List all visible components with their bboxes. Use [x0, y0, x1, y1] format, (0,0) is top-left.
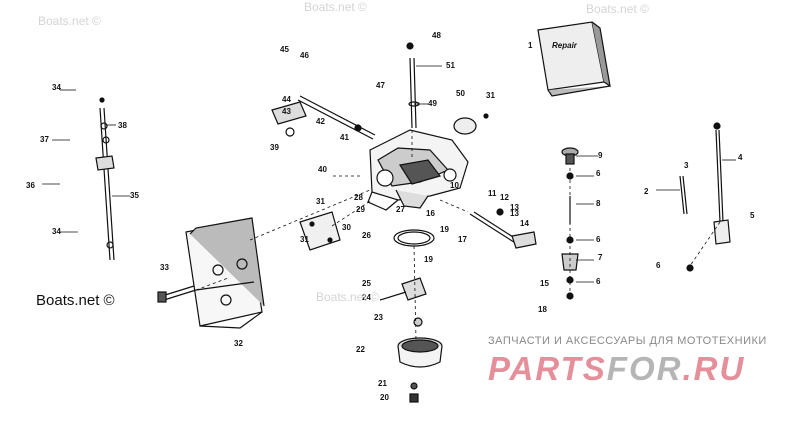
- callout-4: 4: [738, 153, 743, 162]
- callout-21: 21: [378, 379, 387, 388]
- cover-plate-32: [185, 217, 265, 329]
- callout-19: 19: [424, 255, 433, 264]
- callout-28: 28: [354, 193, 363, 202]
- callout-13: 13: [510, 209, 519, 218]
- callout-9: 9: [598, 151, 603, 160]
- leader-lines: [195, 130, 721, 341]
- callout-8: 8: [596, 199, 601, 208]
- lever-17: [469, 208, 537, 249]
- callout-26: 26: [362, 231, 371, 240]
- carburetor-body: [367, 129, 469, 211]
- float-bowl-22: [397, 337, 443, 368]
- callout-6: 6: [596, 235, 601, 244]
- callout-35: 35: [130, 191, 139, 200]
- callout-18: 18: [538, 305, 547, 314]
- callout-15: 15: [540, 279, 549, 288]
- callout-23: 23: [374, 313, 383, 322]
- callout-49: 49: [428, 99, 437, 108]
- callout-36: 36: [26, 181, 35, 190]
- callout-20: 20: [380, 393, 389, 402]
- logo-part-parts: PARTS: [488, 350, 607, 387]
- callout-50: 50: [456, 89, 465, 98]
- callout-30: 30: [342, 223, 351, 232]
- callout-24: 24: [362, 293, 371, 302]
- callout-14: 14: [520, 219, 529, 228]
- callout-17: 17: [458, 235, 467, 244]
- callout-42: 42: [316, 117, 325, 126]
- float-25: [379, 277, 427, 403]
- callout-6: 6: [596, 277, 601, 286]
- needle-51: [406, 42, 420, 129]
- callout-6: 6: [656, 261, 661, 270]
- callout-10: 10: [450, 181, 459, 190]
- callout-29: 29: [356, 205, 365, 214]
- callout-48: 48: [432, 31, 441, 40]
- callout-5: 5: [750, 211, 755, 220]
- callout-16: 16: [426, 209, 435, 218]
- callout-45: 45: [280, 45, 289, 54]
- callout-2: 2: [644, 187, 649, 196]
- callout-7: 7: [598, 253, 603, 262]
- callout-12: 12: [500, 193, 509, 202]
- callout-33: 33: [160, 263, 169, 272]
- gasket-ring-26: [393, 229, 435, 247]
- callout-34: 34: [52, 83, 61, 92]
- callout-1: 1: [528, 41, 533, 50]
- callout-3: 3: [684, 161, 689, 170]
- callout-44: 44: [282, 95, 291, 104]
- callout-31: 31: [300, 235, 309, 244]
- watermark-top: Boats.net ©: [38, 14, 101, 28]
- watermark-top-center: Boats.net ©: [304, 0, 367, 14]
- callout-32: 32: [234, 339, 243, 348]
- callout-6: 6: [596, 169, 601, 178]
- shop-subtitle: ЗАПЧАСТИ И АКСЕССУАРЫ ДЛЯ МОТОТЕХНИКИ: [488, 335, 767, 347]
- callout-40: 40: [318, 165, 327, 174]
- plug-50: [453, 113, 489, 135]
- callout-47: 47: [376, 81, 385, 90]
- callout-43: 43: [282, 107, 291, 116]
- callout-13: 13: [510, 203, 519, 212]
- rod-assembly-4: [679, 122, 731, 272]
- watermark-left: Boats.net ©: [36, 292, 115, 309]
- shop-logo[interactable]: PARTSFOR.RU: [488, 350, 745, 388]
- callout-31: 31: [316, 197, 325, 206]
- callout-11: 11: [488, 189, 497, 198]
- callout-22: 22: [356, 345, 365, 354]
- callout-46: 46: [300, 51, 309, 60]
- watermark-top-right: Boats.net ©: [586, 2, 649, 16]
- screw-33: [157, 285, 197, 303]
- callout-41: 41: [340, 133, 349, 142]
- callout-39: 39: [270, 143, 279, 152]
- throttle-shaft: [271, 95, 376, 140]
- callout-31: 31: [486, 91, 495, 100]
- callout-37: 37: [40, 135, 49, 144]
- callout-51: 51: [446, 61, 455, 70]
- svg-text:Repair: Repair: [552, 41, 578, 50]
- rod-assembly-35: [95, 97, 115, 261]
- watermark-middle: Boats.net ©: [316, 290, 379, 304]
- gasket-plate-30: [299, 211, 341, 251]
- logo-part-for: FOR: [606, 350, 683, 387]
- callout-27: 27: [396, 205, 405, 214]
- callout-ticks: [42, 65, 736, 283]
- repair-kit: Repair: [537, 21, 611, 97]
- callout-38: 38: [118, 121, 127, 130]
- callout-19: 19: [440, 225, 449, 234]
- logo-part-ru: .RU: [682, 350, 746, 387]
- callout-34: 34: [52, 227, 61, 236]
- callout-25: 25: [362, 279, 371, 288]
